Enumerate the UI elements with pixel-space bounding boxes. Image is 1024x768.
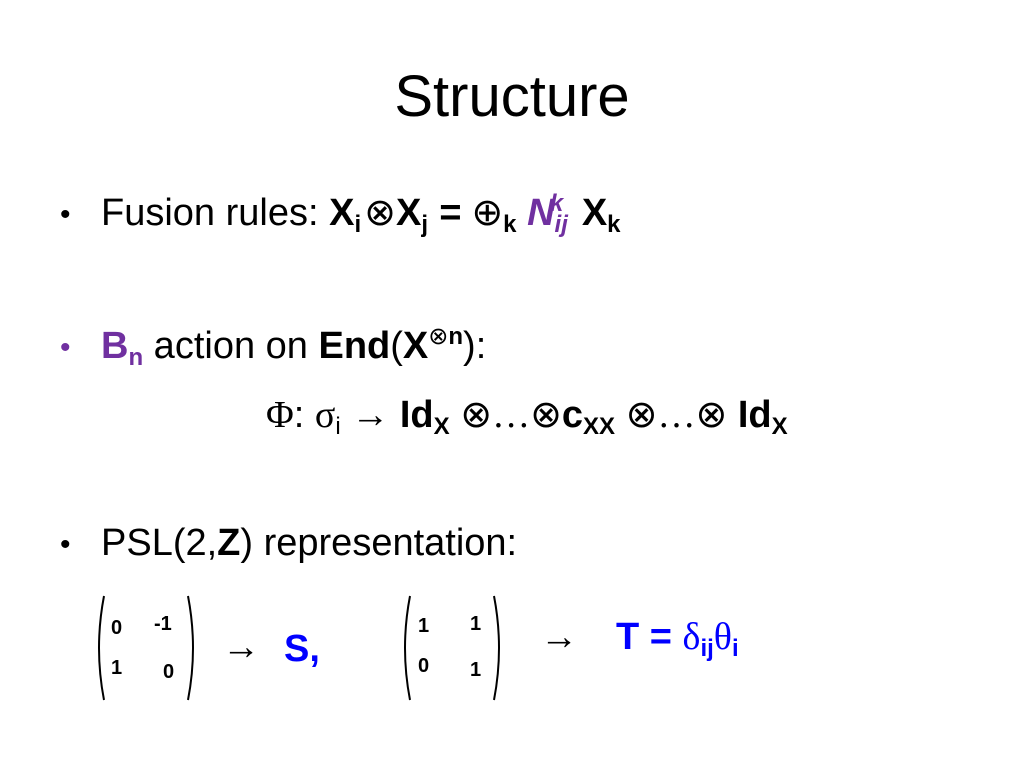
index-k: k — [503, 211, 517, 238]
x-symbol: X — [395, 192, 422, 234]
t-symbol: T — [616, 616, 640, 658]
tensor-symbol: ⊗ — [530, 394, 562, 436]
braid-action-line: Bn action on End(X⊗n): — [101, 323, 487, 371]
arrow-symbol: → — [222, 626, 260, 668]
theta-symbol: θ — [713, 616, 732, 658]
bullet-marker: • — [60, 331, 71, 364]
phi-symbol: Φ — [266, 394, 294, 436]
direct-sum-symbol: ⊕ — [471, 192, 504, 234]
delta-symbol: δ — [682, 616, 701, 658]
matrix-cell: 0 — [163, 661, 175, 683]
slide-title: Structure — [394, 64, 630, 129]
sigma-index: i — [335, 413, 341, 440]
ellipsis: … — [492, 394, 531, 436]
psl-representation-line: PSL(2,Z) representation: — [101, 522, 518, 564]
arrow-symbol: → — [351, 394, 390, 436]
fusion-coefficient-n: N — [527, 192, 555, 234]
ellipsis: … — [657, 394, 696, 436]
bullet-marker: • — [60, 198, 71, 231]
left-paren — [98, 595, 105, 701]
sigma-symbol: σ — [314, 394, 336, 436]
x-symbol: X — [402, 325, 429, 367]
left-paren — [404, 595, 411, 701]
braiding-c: c — [561, 394, 584, 436]
matrix-cell: 1 — [470, 613, 482, 635]
matrix-cell: 0 — [111, 617, 123, 639]
index-i: i — [354, 211, 362, 238]
identity-symbol: Id — [737, 394, 772, 436]
matrix-cell: 1 — [418, 615, 430, 637]
end-text: End — [318, 325, 391, 367]
x-symbol: X — [581, 192, 608, 234]
matrix-t: 1 1 0 1 — [398, 594, 506, 702]
index-j: j — [421, 211, 428, 238]
matrix-cell: 1 — [111, 657, 123, 679]
equals-sign: = — [649, 616, 672, 658]
braid-index-n: n — [128, 344, 144, 371]
index-k-superscript: k — [549, 190, 564, 217]
tensor-symbol: ⊗ — [428, 324, 449, 350]
index-k: k — [607, 211, 621, 238]
matrix-s: 0 -1 1 0 — [92, 594, 200, 702]
bullet-marker: • — [60, 528, 71, 561]
matrix-cell: 1 — [470, 659, 482, 681]
s-label: S, — [284, 628, 320, 670]
equals-sign: = — [438, 192, 461, 234]
right-paren — [493, 595, 500, 701]
braid-group-b: B — [101, 325, 129, 367]
tensor-symbol: ⊗ — [625, 394, 658, 436]
right-paren — [187, 595, 194, 701]
fusion-rules-line: Fusion rules: Xi⊗Xj = ⊕k Nijk Xk — [101, 190, 621, 238]
matrix-cell: -1 — [154, 613, 172, 635]
identity-symbol: Id — [399, 394, 434, 436]
arrow-symbol: → — [540, 616, 578, 658]
tensor-symbol: ⊗ — [695, 394, 728, 436]
t-formula: T = δijθi — [616, 616, 739, 662]
x-symbol: X — [329, 192, 355, 234]
integers-z: Z — [217, 522, 241, 564]
fusion-label: Fusion rules: — [101, 192, 330, 234]
action-on-text: action on — [143, 325, 319, 367]
tensor-symbol: ⊗ — [460, 394, 493, 436]
tensor-symbol: ⊗ — [364, 192, 396, 234]
power-n: n — [448, 323, 464, 350]
phi-mapping-line: Φ: σi → IdX ⊗…⊗cXX ⊗…⊗ IdX — [266, 394, 788, 440]
matrix-cell: 0 — [418, 655, 430, 677]
